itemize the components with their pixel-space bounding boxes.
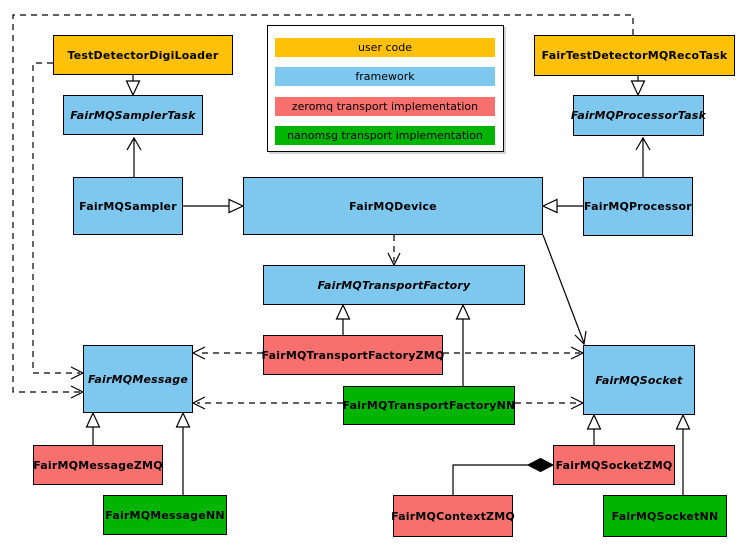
node-fairmqsocketnn: FairMQSocketNN [603,495,727,537]
arrowhead-samplertask [126,136,142,151]
node-fairmqtransportfactorynn: FairMQTransportFactoryNN [343,386,515,425]
node-fairmqsocketzmq: FairMQSocketZMQ [553,445,675,485]
triangle-into-samplertask [125,80,141,97]
node-fairmqsocket: FairMQSocket [583,345,695,415]
arrowhead-socket-diagonal [574,330,587,346]
association-edges [126,136,651,346]
triangle-into-socket-right [675,413,691,430]
node-fairmqmessagezmq: FairMQMessageZMQ [33,445,163,485]
legend-item-zeromq: zeromq transport implementation [275,97,495,116]
legend-item-nanomsg: nanomsg transport implementation [275,126,495,145]
node-fairmqdevice: FairMQDevice [243,177,543,235]
arrowhead-processortask [635,136,651,151]
node-fairmqcontextzmq: FairMQContextZMQ [391,495,515,537]
legend-item-framework: framework [275,67,495,86]
edge-device-socket [542,234,585,344]
arrowhead-into-message-lower-left [70,385,85,399]
node-fairmqsampler: FairMQSampler [73,177,183,235]
triangle-into-message-left [85,411,101,428]
triangle-into-transportfactory-left [335,303,351,320]
arrowhead-into-socket-lower [570,396,585,410]
node-fairmqprocessortask: FairMQProcessorTask [571,95,706,136]
triangle-into-processortask [630,80,646,97]
legend-item-user-code: user code [275,38,495,57]
node-fairmqmessage: FairMQMessage [83,345,193,413]
arrowhead-into-transportfactory [387,252,401,267]
node-fairtestdetectormqrecotask: FairTestDetectorMQRecoTask [534,35,735,76]
node-fairmqsamplertask: FairMQSamplerTask [63,95,203,135]
legend: user code framework zeromq transport imp… [267,25,504,152]
composition-diamond-socketzmq [526,457,555,473]
triangle-into-device-right [541,198,558,214]
triangle-into-socket-left [586,413,602,430]
node-fairmqtransportfactoryzmq: FairMQTransportFactoryZMQ [262,335,444,375]
node-testdetectordigiloader: TestDetectorDigiLoader [53,35,233,75]
arrowhead-into-message-lower-right [191,396,206,410]
node-fairmqprocessor: FairMQProcessor [583,177,693,236]
triangle-into-transportfactory-right [455,303,471,320]
edge-contextzmq-socketzmq [452,464,528,495]
arrowhead-into-message-upper-right [191,346,206,360]
arrowhead-into-socket-upper [570,346,585,360]
node-fairmqmessagenn: FairMQMessageNN [103,495,227,535]
arrowhead-into-message-upper-left [70,366,85,380]
triangle-into-device-left [228,198,245,214]
triangle-into-message-right [175,411,191,428]
node-fairmqtransportfactory: FairMQTransportFactory [263,265,525,305]
